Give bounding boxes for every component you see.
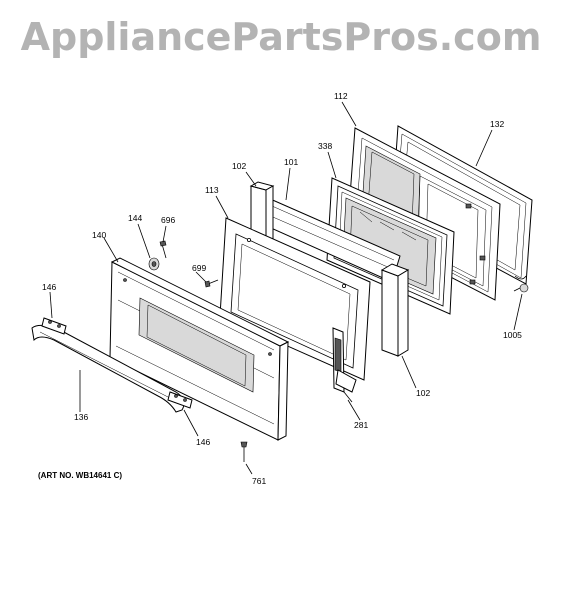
label-146-bottom: 146 [196, 437, 210, 447]
label-132: 132 [490, 119, 504, 129]
label-146-top: 146 [42, 282, 56, 292]
leader-lines [49, 101, 523, 475]
label-696: 696 [161, 215, 175, 225]
label-761: 761 [252, 476, 266, 486]
part-140-outer-door [109, 257, 290, 441]
label-102-left: 102 [232, 161, 246, 171]
label-281: 281 [354, 420, 368, 430]
part-labels: 112 132 338 101 102 113 144 696 140 699 … [42, 91, 522, 486]
part-146-bracket-bottom [167, 391, 193, 409]
part-761-screw [240, 441, 248, 462]
art-number: (ART NO. WB14641 C) [38, 471, 122, 480]
watermark-text: AppliancePartsPros.com [21, 15, 542, 59]
part-699-screw [204, 279, 219, 288]
part-281-hinge [332, 327, 357, 403]
label-699: 699 [192, 263, 206, 273]
part-1005-screw [513, 283, 529, 293]
part-146-bracket-top [41, 317, 67, 335]
label-101: 101 [284, 157, 298, 167]
label-1005: 1005 [503, 330, 522, 340]
label-102-right: 102 [416, 388, 430, 398]
label-136: 136 [74, 412, 88, 422]
label-140: 140 [92, 230, 106, 240]
part-113-inner-panel [219, 217, 371, 381]
label-112: 112 [334, 91, 348, 101]
label-113: 113 [205, 185, 219, 195]
part-696-screw [159, 240, 167, 259]
label-338: 338 [318, 141, 332, 151]
part-102-insulation-right [380, 263, 410, 357]
label-144: 144 [128, 213, 142, 223]
part-144-bumper [148, 257, 160, 271]
